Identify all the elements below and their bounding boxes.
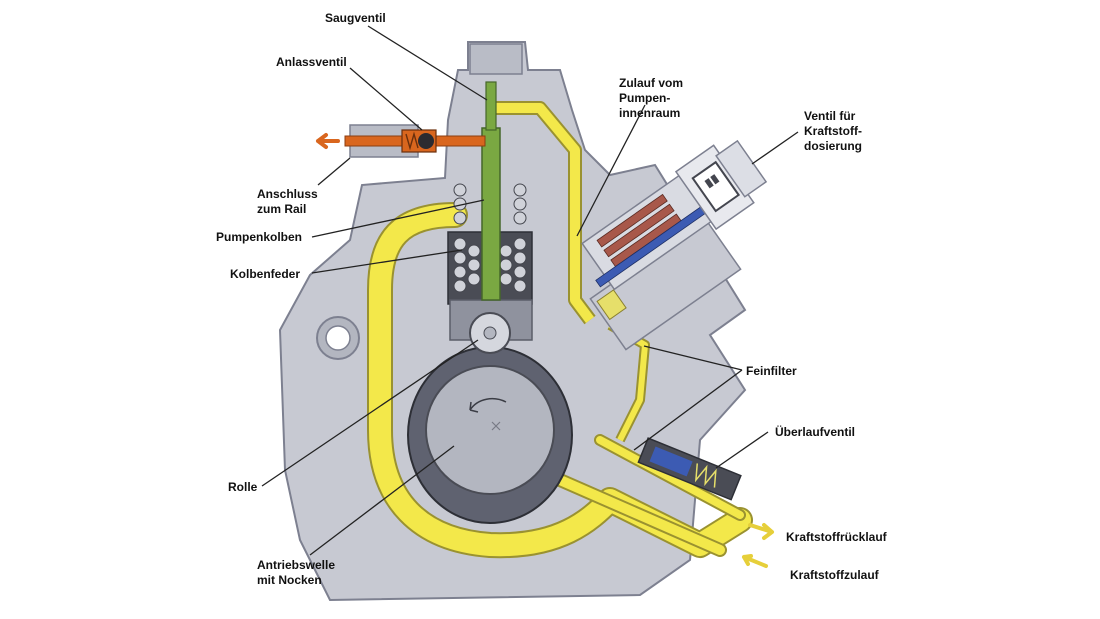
shaft-center-mark-icon (491, 421, 501, 431)
label-kolbenfeder: Kolbenfeder (230, 267, 301, 281)
label-zulauf-pumpeninnenraum: Zulauf vom Pumpen- innenraum (619, 76, 684, 120)
label-kraftstoffruecklauf: Kraftstoffrücklauf (786, 530, 887, 544)
fuel-inlet-line-fill (555, 475, 725, 555)
label-rolle: Rolle (228, 480, 258, 494)
leader-lines (261, 25, 799, 556)
fuel-return-line-fill (596, 436, 744, 519)
rail-arrow-icon (316, 133, 340, 149)
plunger-top (485, 81, 497, 131)
label-pumpenkolben: Pumpenkolben (216, 230, 303, 244)
label-ventil-kraftstoffdosierung: Ventil für Kraftstoff- dosierung (804, 109, 863, 153)
anlassventil-spring (405, 131, 419, 151)
label-anschluss-zum-rail: Anschluss zum Rail (257, 187, 318, 216)
antriebswelle-shape (425, 365, 555, 495)
label-antriebswelle: Antriebswelle mit Nocken (257, 558, 336, 587)
anlassventil-ball (418, 133, 434, 149)
mounting-hole-inner (325, 325, 351, 351)
label-anlassventil: Anlassventil (276, 55, 347, 69)
pumpenkolben-shape (481, 127, 501, 301)
ueberlaufventil-shape (637, 437, 742, 501)
label-feinfilter: Feinfilter (746, 364, 797, 378)
label-kraftstoffzulauf: Kraftstoffzulauf (790, 568, 879, 582)
ventil-kraftstoffdosierung-shape (581, 139, 768, 351)
fuel-channel-feed-fill (495, 103, 594, 323)
kolbenfeder-coils (453, 183, 527, 293)
top-cap (469, 43, 523, 75)
inlet-arrow-icon (742, 554, 768, 568)
fuel-channel-low-pressure-fill (369, 204, 751, 557)
label-ueberlaufventil: Überlaufventil (775, 425, 856, 439)
rolle-center (483, 326, 497, 340)
label-saugventil: Saugventil (325, 11, 386, 25)
return-arrow-icon (748, 523, 774, 540)
rotation-arrow-icon (469, 397, 507, 413)
